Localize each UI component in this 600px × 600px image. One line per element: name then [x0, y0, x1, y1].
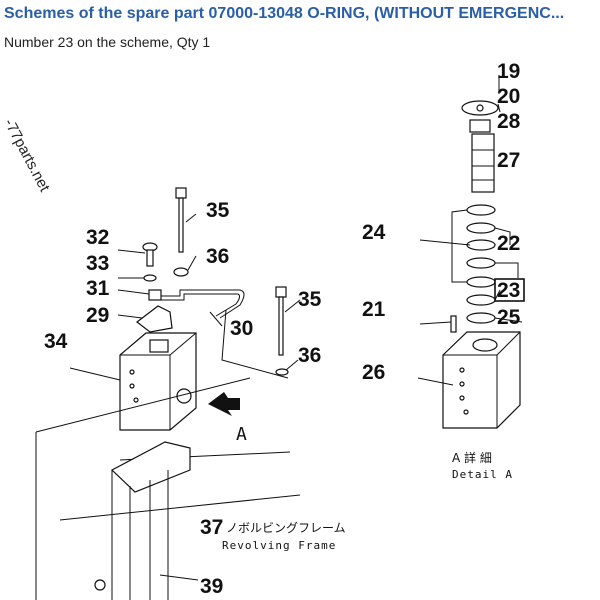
- callout-26: 26: [362, 361, 385, 384]
- washer: [173, 267, 189, 277]
- frame-label-japanese: ノボルビングフレーム: [226, 521, 346, 535]
- callout-29: 29: [86, 304, 109, 327]
- view-arrow-icon: [208, 392, 240, 416]
- callout-25: 25: [497, 306, 521, 329]
- callout-36: 36: [206, 245, 229, 268]
- o-ring: [466, 276, 496, 288]
- frame-bracket: [110, 441, 191, 493]
- o-ring: [466, 257, 496, 269]
- callout-20: 20: [497, 85, 520, 108]
- bracket: [136, 305, 173, 333]
- callout-28: 28: [497, 110, 521, 133]
- frame-label-english: Revolving Frame: [222, 539, 336, 552]
- o-ring-highlighted: [466, 294, 496, 306]
- callout-19: 19: [497, 60, 520, 83]
- callout-22: 22: [497, 232, 520, 255]
- o-ring: [466, 239, 496, 251]
- valve-block: [442, 331, 521, 429]
- bolt-head: [175, 187, 187, 199]
- detail-label-english: Detail A: [452, 468, 513, 481]
- o-ring: [466, 222, 496, 234]
- callout-27: 27: [497, 149, 520, 172]
- valve-cartridge: [471, 133, 495, 193]
- callout-39: 39: [200, 575, 223, 598]
- callout-21: 21: [362, 298, 386, 321]
- detail-a-assembly: [417, 75, 523, 429]
- retainer-part: [469, 119, 491, 133]
- o-ring: [466, 312, 496, 324]
- callout-31: 31: [86, 277, 110, 300]
- page-title: Schemes of the spare part 07000-13048 O-…: [4, 5, 565, 22]
- callout-35-right: 35: [298, 288, 322, 311]
- hydraulic-tube: [161, 289, 245, 319]
- callout-32: 32: [86, 226, 109, 249]
- watermark-text: -77parts.net: [0, 116, 53, 195]
- callout-24: 24: [362, 221, 386, 244]
- callout-30: 30: [230, 317, 253, 340]
- bolt-shaft: [178, 197, 184, 253]
- callout-labels: 19 20 28 27 24 22 23 25 21 26 35 32 36 3…: [44, 60, 525, 598]
- main-valve-assembly: [35, 187, 301, 600]
- pin: [450, 315, 457, 333]
- callout-35: 35: [206, 199, 230, 222]
- part-position-subtitle: Number 23 on the scheme, Qty 1: [4, 34, 211, 50]
- callout-36-right: 36: [298, 344, 321, 367]
- callout-33: 33: [86, 252, 109, 275]
- view-arrow-label: A: [236, 424, 247, 445]
- callout-34: 34: [44, 330, 68, 353]
- callout-23-highlighted: 23: [497, 279, 520, 302]
- highlight-box: [494, 278, 525, 302]
- detail-label-japanese: A 詳 細: [452, 450, 492, 465]
- callout-37: 37: [200, 516, 223, 539]
- o-ring: [466, 204, 496, 216]
